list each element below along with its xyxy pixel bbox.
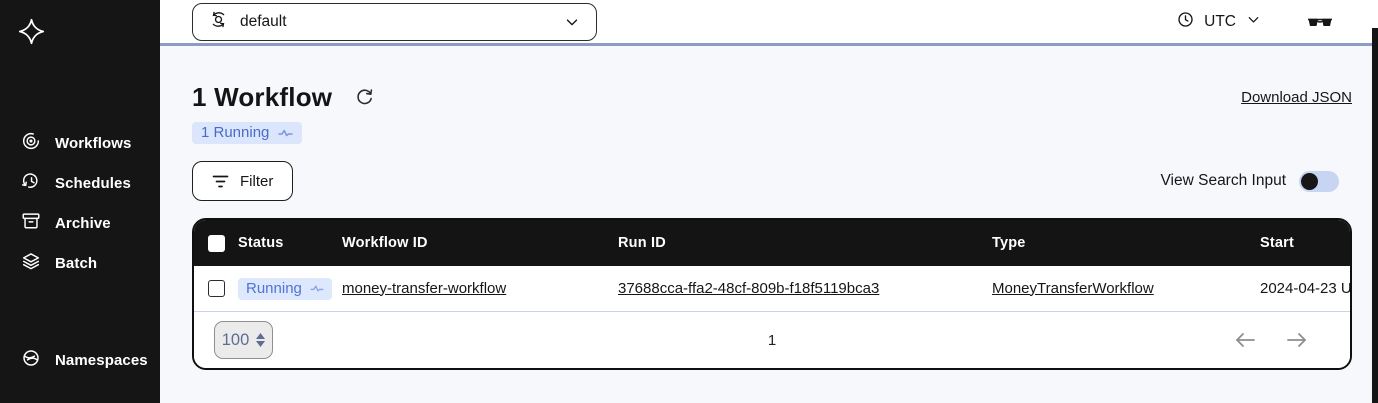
status-summary-label: 1 Running: [201, 124, 270, 141]
status-cell: Running: [238, 277, 342, 300]
view-search-input-label: View Search Input: [1160, 172, 1286, 189]
select-all-checkbox[interactable]: [207, 234, 225, 252]
column-header-type[interactable]: Type: [992, 235, 1026, 251]
archive-icon: [20, 210, 42, 237]
filter-icon: [212, 175, 229, 187]
timezone-selector[interactable]: UTC: [1176, 10, 1262, 34]
current-page-number: 1: [767, 331, 777, 349]
sidebar-item-label: Namespaces: [55, 351, 148, 369]
column-header-workflow-id[interactable]: Workflow ID: [342, 235, 428, 251]
namespaces-icon: [20, 347, 42, 374]
batch-icon: [20, 250, 42, 277]
sidebar-item-label: Schedules: [55, 174, 131, 192]
page-size-select[interactable]: 100: [214, 321, 273, 359]
filter-button-label: Filter: [240, 172, 274, 190]
pulse-icon: [278, 129, 294, 136]
sidebar-bottom-nav: Namespaces: [0, 340, 160, 380]
pulse-icon: [310, 285, 324, 291]
clock-icon: [1176, 10, 1195, 34]
sidebar-item-label: Workflows: [55, 134, 132, 152]
topbar-right: UTC: [1176, 10, 1334, 34]
sidebar-item-batch[interactable]: Batch: [0, 243, 160, 283]
sidebar-item-workflows[interactable]: Workflows: [0, 123, 160, 163]
status-summary-row: 1 Running: [192, 122, 1352, 144]
start-time-cell: 2024-04-23 UTC: [1260, 280, 1350, 297]
schedules-icon: [20, 170, 42, 197]
sidebar-item-label: Archive: [55, 214, 111, 232]
row-status-label: Running: [246, 279, 302, 297]
row-checkbox[interactable]: [207, 280, 225, 297]
sidebar-item-schedules[interactable]: Schedules: [0, 163, 160, 203]
table-footer: 100 1: [194, 312, 1350, 368]
header-checkbox-cell: [194, 234, 238, 252]
sidebar-item-label: Batch: [55, 254, 98, 272]
table-header: Status Workflow ID Run ID Type Start: [194, 220, 1350, 266]
stepper-arrows-icon: [256, 333, 266, 347]
toggle-knob: [1301, 172, 1318, 190]
refresh-icon[interactable]: [354, 87, 375, 108]
namespace-selector-value: default: [240, 12, 287, 30]
workflows-icon: [20, 130, 42, 157]
sidebar-item-archive[interactable]: Archive: [0, 203, 160, 243]
run-id-link[interactable]: 37688cca-ffa2-48cf-809b-f18f5119bca3: [618, 279, 880, 297]
type-cell: MoneyTransferWorkflow: [992, 280, 1260, 298]
search-toggle-group: View Search Input: [1160, 170, 1352, 192]
download-json-link[interactable]: Download JSON: [1241, 89, 1352, 106]
next-page-arrow-icon[interactable]: [1286, 332, 1308, 348]
page-title: 1 Workflow: [192, 82, 333, 112]
page-size-value: 100: [221, 330, 250, 349]
workflow-id-link[interactable]: money-transfer-workflow: [342, 279, 507, 297]
column-header-start[interactable]: Start: [1260, 235, 1295, 251]
namespace-cycle-icon: [208, 9, 229, 35]
workflow-id-cell: money-transfer-workflow: [342, 280, 618, 298]
table-row[interactable]: Running money-transfer-workflow 37688cca…: [194, 266, 1350, 312]
filter-row: Filter View Search Input: [192, 161, 1352, 201]
chevron-down-icon: [1245, 11, 1262, 33]
sidebar: Workflows Schedules: [0, 0, 160, 403]
timezone-label: UTC: [1204, 12, 1236, 30]
column-header-status[interactable]: Status: [238, 235, 284, 251]
row-checkbox-cell: [194, 280, 238, 297]
topbar: default UTC: [160, 0, 1378, 46]
namespace-selector[interactable]: default: [192, 2, 597, 41]
workflows-table: Status Workflow ID Run ID Type Start Run…: [192, 218, 1352, 370]
sidebar-nav: Workflows Schedules: [0, 123, 160, 283]
running-status-badge: Running: [238, 277, 332, 300]
view-search-input-toggle[interactable]: [1299, 170, 1339, 192]
running-count-badge[interactable]: 1 Running: [192, 122, 303, 144]
pager-arrows: [1234, 332, 1330, 348]
chevron-down-icon: [563, 13, 581, 31]
window-edge-strip: [1372, 28, 1378, 403]
previous-page-arrow-icon[interactable]: [1234, 332, 1256, 348]
title-row: 1 Workflow Download JSON: [192, 82, 1352, 113]
workflow-type-link[interactable]: MoneyTransferWorkflow: [992, 279, 1154, 297]
sidebar-item-namespaces[interactable]: Namespaces: [0, 340, 160, 380]
run-id-cell: 37688cca-ffa2-48cf-809b-f18f5119bca3: [618, 280, 992, 298]
content-column: default UTC: [160, 0, 1378, 403]
column-header-run-id[interactable]: Run ID: [618, 235, 666, 251]
labs-glasses-icon[interactable]: [1306, 13, 1334, 31]
main-panel: 1 Workflow Download JSON 1 Running: [160, 46, 1378, 403]
temporal-logo[interactable]: [0, 0, 160, 50]
filter-button[interactable]: Filter: [192, 161, 294, 201]
